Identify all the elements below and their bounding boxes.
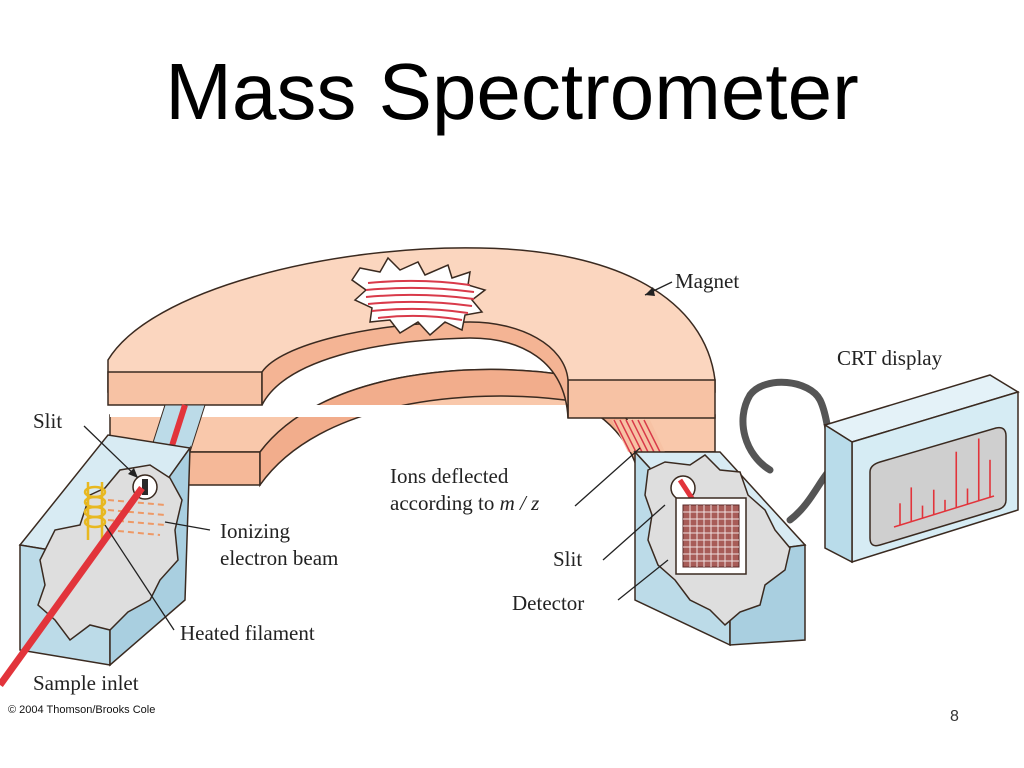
heated-filament-coil bbox=[83, 482, 107, 540]
label-ions-deflected-2: according to m / z bbox=[390, 491, 539, 515]
magnet-upper-face-right bbox=[567, 379, 716, 419]
magnet-cutaway bbox=[350, 256, 487, 337]
copyright-notice: © 2004 Thomson/Brooks Cole bbox=[8, 704, 156, 716]
crt-spectrum bbox=[893, 438, 995, 528]
crt-display bbox=[823, 374, 1020, 564]
slide-title: Mass Spectrometer bbox=[165, 47, 859, 136]
label-ionizing-1: Ionizing bbox=[220, 519, 290, 543]
magnetic-field-lines bbox=[365, 279, 475, 321]
label-ions-deflected-1: Ions deflected bbox=[390, 464, 509, 488]
label-detector: Detector bbox=[512, 591, 584, 615]
entrance-slit-opening bbox=[142, 479, 148, 495]
magnet-gap bbox=[110, 405, 715, 417]
page-number: 8 bbox=[950, 708, 959, 725]
slit-left-arrowhead bbox=[128, 468, 138, 478]
label-ionizing-2: electron beam bbox=[220, 546, 338, 570]
magnet-upper-face-left bbox=[107, 371, 263, 406]
magnet-inner-arc-upper bbox=[261, 321, 569, 419]
label-sample-inlet: Sample inlet bbox=[33, 671, 139, 695]
magnet bbox=[107, 247, 716, 488]
leader-lines bbox=[83, 281, 673, 631]
label-heated-filament: Heated filament bbox=[180, 621, 315, 645]
crt-side bbox=[824, 423, 853, 564]
electron-beam bbox=[107, 499, 166, 536]
ion-paths-exit bbox=[613, 419, 661, 453]
label-magnet: Magnet bbox=[675, 269, 739, 293]
detector-grid bbox=[675, 497, 747, 575]
ion-source-housing bbox=[0, 434, 192, 688]
spectrum-baseline bbox=[893, 495, 995, 528]
ion-beam-detector bbox=[677, 478, 696, 502]
crt-screen bbox=[869, 426, 1007, 547]
label-crt-display: CRT display bbox=[837, 346, 943, 370]
sample-beam bbox=[0, 485, 145, 688]
cutaway-left bbox=[37, 464, 183, 642]
label-slit-left: Slit bbox=[33, 409, 62, 433]
detector-housing bbox=[633, 450, 807, 647]
crt-cable-lower bbox=[786, 466, 834, 524]
label-slit-right: Slit bbox=[553, 547, 582, 571]
magnet-arrowhead bbox=[645, 287, 655, 296]
ion-beam-entry bbox=[167, 404, 188, 453]
